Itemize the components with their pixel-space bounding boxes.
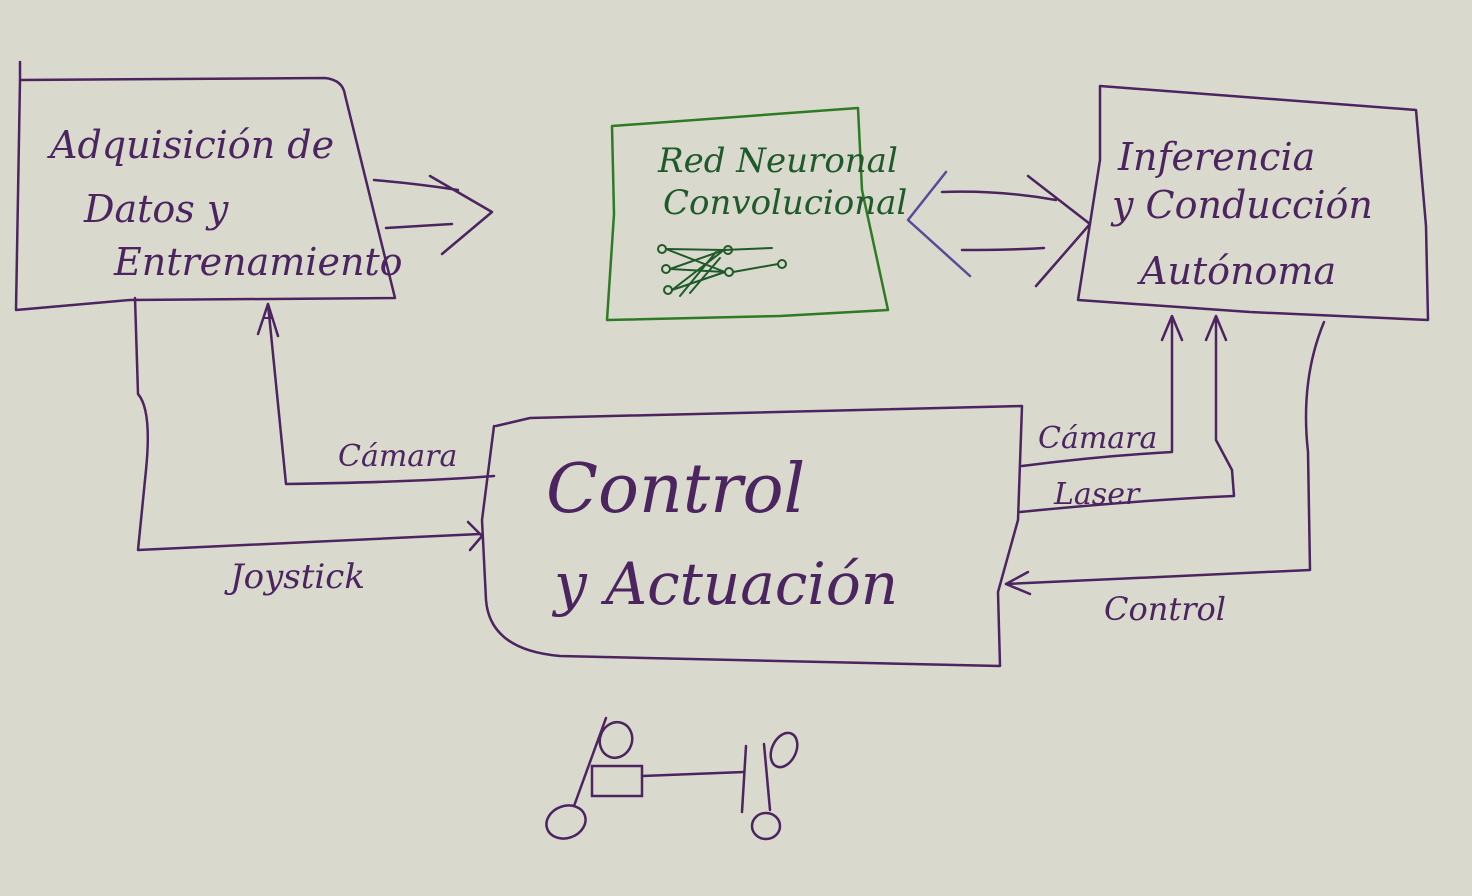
cnn-box [605,106,890,322]
node-red-neuronal: Red Neuronal Convolucional [605,106,907,322]
cnn-line-1: Red Neuronal [657,141,898,181]
edge-camara-left: Cámara [256,302,496,486]
adquisicion-line-2: Datos y [83,187,229,231]
arrow-adquisicion-to-cnn [372,174,494,256]
edge-laser: Laser [1018,314,1236,514]
adquisicion-line-1: Adquisición de [47,123,334,167]
label-camara-left: Cámara [338,439,457,474]
node-inferencia: Inferencia y Conducción Autónoma [1076,84,1430,322]
edge-camara-right: Cámara [1020,314,1184,468]
adquisicion-line-3: Entrenamiento [113,240,403,284]
control-box [480,404,1024,668]
label-camara-right: Cámara [1038,421,1157,456]
neural-network-icon [657,244,787,297]
cnn-line-2: Convolucional [663,183,907,223]
car-chassis-icon [545,716,799,841]
control-line-1: Control [546,450,805,529]
edge-control: Control [1004,320,1326,628]
inferencia-line-2: y Conducción [1110,183,1373,227]
inferencia-line-1: Inferencia [1117,135,1315,179]
node-control: Control y Actuación [480,404,1024,668]
inferencia-line-3: Autónoma [1137,249,1336,293]
inferencia-box [1076,84,1430,322]
node-adquisicion: Adquisición de Datos y Entrenamiento [14,60,403,312]
label-control: Control [1104,590,1226,628]
label-joystick: Joystick [224,557,365,597]
arrow-cnn-inferencia [906,170,1092,288]
label-laser: Laser [1053,477,1141,512]
adquisicion-box [14,60,397,312]
edge-joystick: Joystick [133,296,484,597]
control-line-2: y Actuación [551,550,898,618]
